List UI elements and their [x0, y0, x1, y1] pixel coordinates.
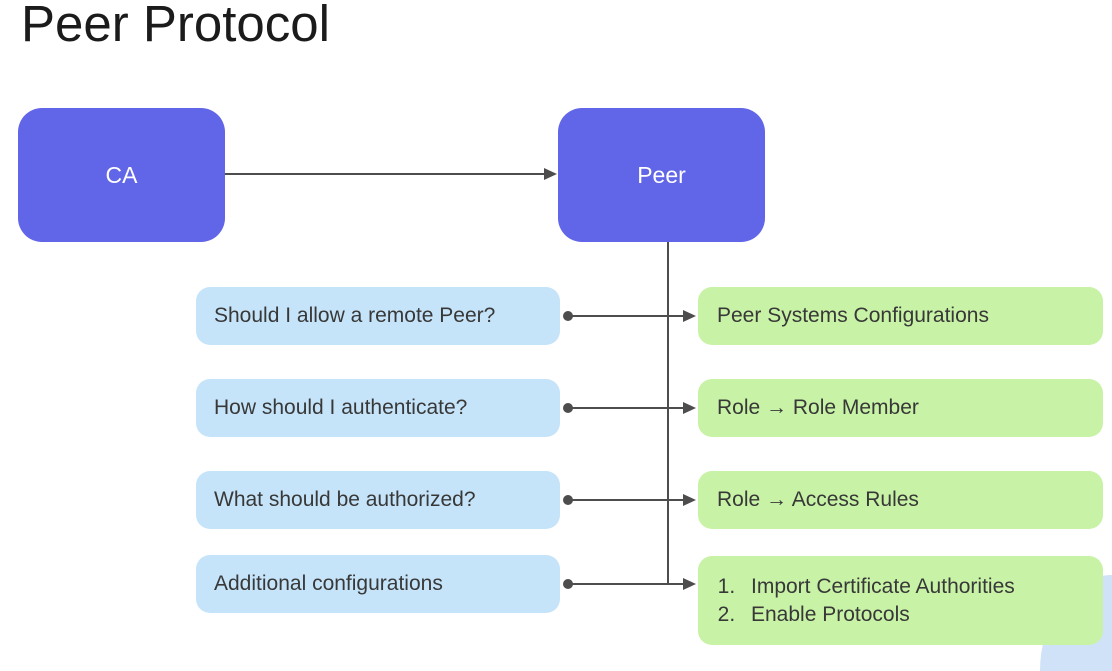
connector-row-4: [563, 578, 696, 590]
page-title: Peer Protocol: [21, 0, 330, 52]
node-peer: Peer: [558, 108, 765, 242]
question-box-authenticate: How should I authenticate?: [196, 379, 560, 437]
node-peer-label: Peer: [637, 161, 686, 188]
answer-label: Role → Access Rules: [717, 488, 919, 511]
connector-row-3: [563, 494, 696, 506]
question-label: Additional configurations: [214, 572, 443, 595]
answer-list-item: Import Certificate Authorities: [741, 573, 1015, 601]
node-ca: CA: [18, 108, 225, 242]
answer-box-access-rules: Role → Access Rules: [698, 471, 1103, 529]
answer-list: Import Certificate Authorities Enable Pr…: [698, 573, 1015, 629]
question-label: How should I authenticate?: [214, 396, 468, 419]
question-box-authorized: What should be authorized?: [196, 471, 560, 529]
answer-label: Role → Role Member: [717, 396, 919, 419]
question-box-additional-config: Additional configurations: [196, 555, 560, 613]
answer-box-peer-systems: Peer Systems Configurations: [698, 287, 1103, 345]
question-label: Should I allow a remote Peer?: [214, 304, 496, 327]
question-box-remote-peer: Should I allow a remote Peer?: [196, 287, 560, 345]
connector-row-2: [563, 402, 696, 414]
answer-box-role-member: Role → Role Member: [698, 379, 1103, 437]
question-label: What should be authorized?: [214, 488, 476, 511]
answer-label: Peer Systems Configurations: [717, 304, 989, 327]
connector-row-1: [563, 310, 696, 322]
answer-list-item: Enable Protocols: [741, 601, 1015, 629]
connector-ca-peer: [225, 168, 557, 180]
node-ca-label: CA: [105, 161, 138, 188]
answer-box-additional-steps: Import Certificate Authorities Enable Pr…: [698, 556, 1103, 645]
